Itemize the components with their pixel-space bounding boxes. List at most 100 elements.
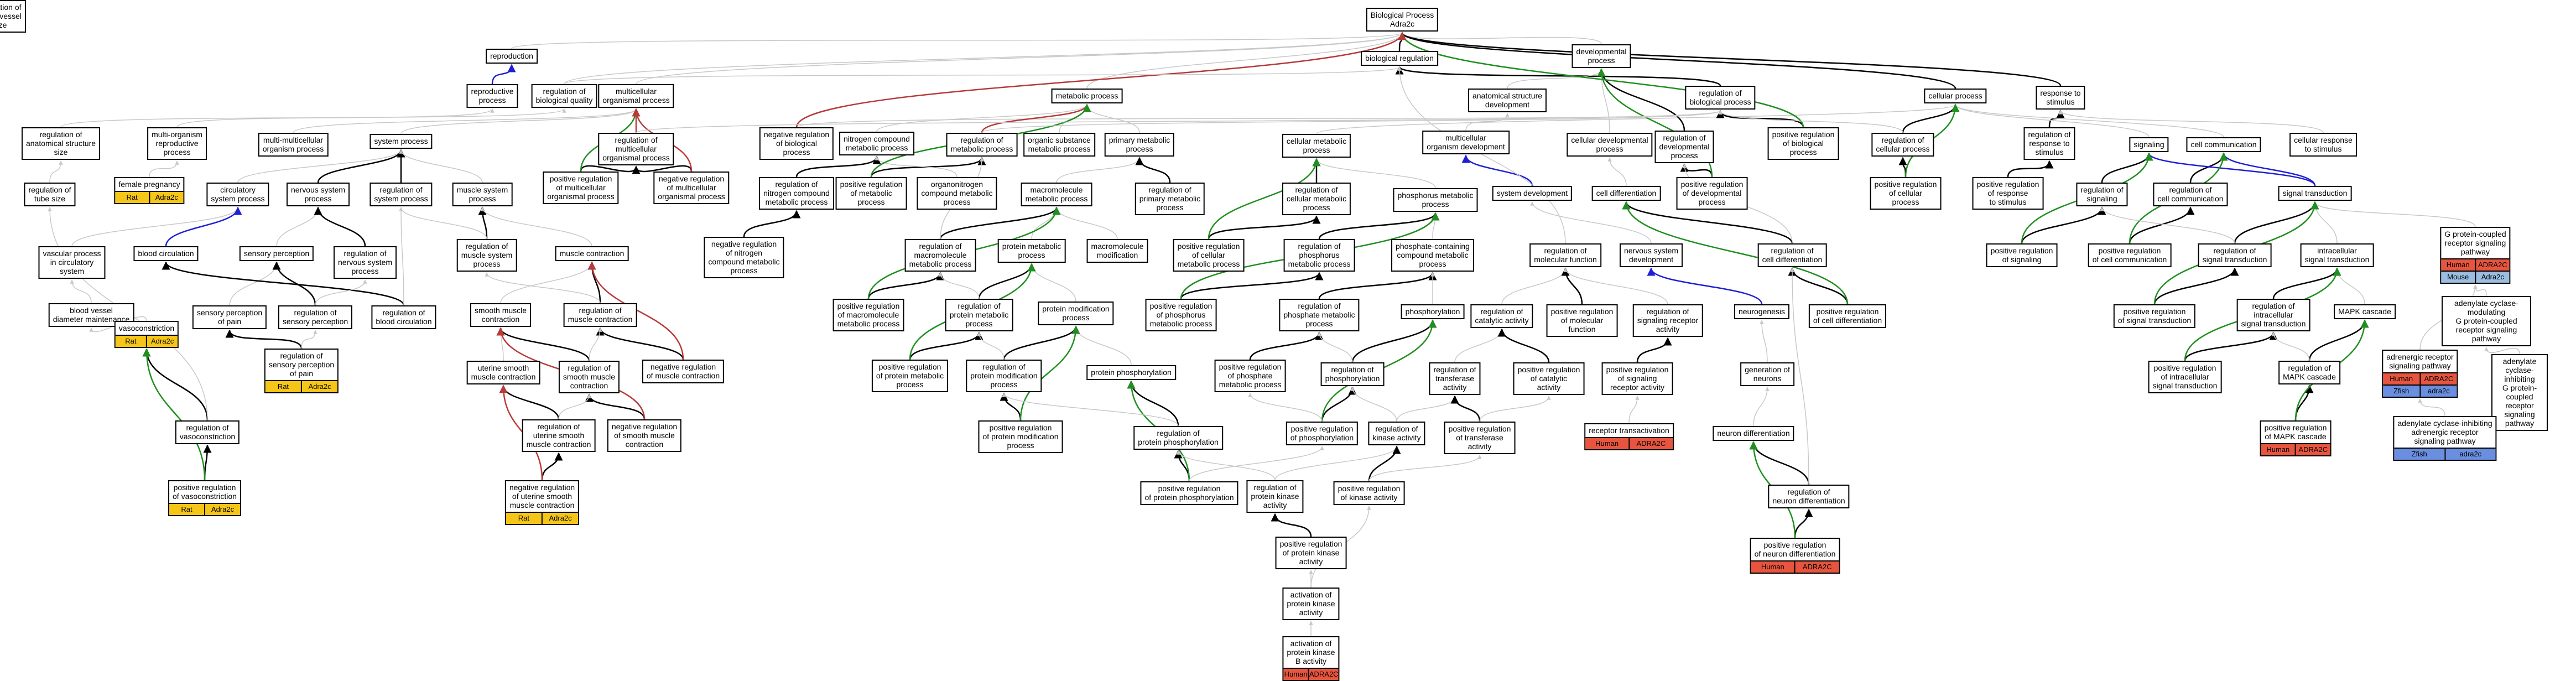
go-term-pos-reg-macromol[interactable]: positive regulation of macromolecule met… (832, 299, 904, 331)
go-term-neg-reg-smooth[interactable]: negative regulation of smooth muscle con… (607, 419, 682, 452)
go-term-pos-reg-catalytic[interactable]: positive regulation of catalytic activit… (1513, 362, 1585, 395)
go-term-uterine-contr[interactable]: uterine smooth muscle contraction (466, 361, 540, 384)
go-term-intracell-signal[interactable]: intracellular signal transduction (2300, 243, 2374, 267)
go-term-reg-sys-proc[interactable]: regulation of system process (370, 183, 433, 206)
go-term-reg-primary-met[interactable]: regulation of primary metabolic process (1135, 183, 1205, 215)
go-term-reg-kinase[interactable]: regulation of kinase activity (1368, 422, 1425, 445)
go-term-dev-proc[interactable]: developmental process (1571, 44, 1631, 68)
go-term-system-dev[interactable]: system development (1492, 186, 1573, 201)
go-term-pos-reg-phosphate[interactable]: positive regulation of phosphate metabol… (1214, 360, 1286, 392)
go-term-reg-cell-met[interactable]: regulation of cellular metabolic process (1282, 183, 1351, 215)
go-term-cell-resp-stim[interactable]: cellular response to stimulus (2289, 133, 2357, 157)
go-term-reg-protein-met[interactable]: regulation of protein metabolic process (945, 299, 1013, 331)
go-term-organonitrogen[interactable]: organonitrogen compound metabolic proces… (917, 177, 997, 210)
go-term-pos-reg-mol-func[interactable]: positive regulation of molecular functio… (1546, 304, 1618, 337)
go-term-neurogenesis[interactable]: neurogenesis (1734, 304, 1790, 319)
go-term-reg-tube-size[interactable]: regulation of tube size (24, 183, 76, 206)
go-term-system-proc[interactable]: system process (370, 134, 433, 149)
go-term-reg-signaling[interactable]: regulation of signaling (2076, 183, 2128, 206)
go-term-reg-uterine[interactable]: regulation of uterine smooth muscle cont… (522, 419, 596, 452)
go-term-cell-diff[interactable]: cell differentiation (1591, 186, 1661, 201)
go-term-macromol-met[interactable]: macromolecule metabolic process (1021, 183, 1092, 206)
go-term-pos-reg-cell-comm[interactable]: positive regulation of cell communicatio… (2088, 243, 2172, 267)
go-term-blood-circ[interactable]: blood circulation (133, 246, 199, 261)
go-term-mapk[interactable]: MAPK cascade (2334, 304, 2396, 319)
go-term-pos-reg-neuron-diff[interactable]: positive regulation of neuron differenti… (1750, 538, 1840, 574)
go-term-metabolic-proc[interactable]: metabolic process (1051, 89, 1123, 103)
go-term-neg-reg-multi[interactable]: negative regulation of multicellular org… (653, 171, 730, 204)
go-term-pos-reg-phosphorus[interactable]: positive regulation of phosphorus metabo… (1145, 299, 1217, 331)
go-term-reg-dev-proc[interactable]: regulation of developmental process (1654, 131, 1714, 163)
go-term-reg-resp-stim[interactable]: regulation of response to stimulus (2023, 127, 2075, 160)
go-term-reg-multi[interactable]: regulation of multicellular organismal p… (598, 133, 674, 165)
go-term-pos-reg-cell-met[interactable]: positive regulation of cellular metaboli… (1173, 239, 1245, 272)
go-term-pos-reg-transferase[interactable]: positive regulation of transferase activ… (1444, 422, 1516, 454)
go-term-reg-neuron-diff[interactable]: regulation of neuron differentiation (1768, 485, 1850, 508)
go-term-reg-intracell[interactable]: regulation of intracellular signal trans… (2236, 299, 2310, 331)
go-term-pos-reg-signal-rec[interactable]: positive regulation of signaling recepto… (1601, 362, 1673, 395)
go-term-pos-reg-intracell[interactable]: positive regulation of intracellular sig… (2148, 361, 2222, 393)
go-term-gpcr-path[interactable]: G protein-coupled receptor signaling pat… (2440, 227, 2511, 284)
go-term-smooth-muscle-contr[interactable]: smooth muscle contraction (470, 303, 532, 327)
go-term-phosphorus-met[interactable]: phosphorus metabolic process (1393, 188, 1478, 212)
go-term-multi-org-dev[interactable]: multicellular organism development (1422, 131, 1510, 154)
go-term-nitrogen-met[interactable]: nitrogen compound metabolic process (839, 132, 914, 155)
go-term-primary-met[interactable]: primary metabolic process (1104, 133, 1175, 157)
go-term-multi-multi-org[interactable]: multi-multicellular organism process (258, 133, 329, 157)
go-term-nervous-sys-dev[interactable]: nervous system development (1619, 243, 1683, 267)
go-term-reg-sensory-pain[interactable]: regulation of sensory perception of pain… (264, 349, 339, 393)
go-term-protein-met[interactable]: protein metabolic process (997, 239, 1066, 263)
go-term-reg-phosphorylation[interactable]: regulation of phosphorylation (1320, 362, 1385, 386)
go-term-bp[interactable]: Biological Process Adra2c (1366, 8, 1439, 32)
go-term-pos-reg-protein-kinase[interactable]: positive regulation of protein kinase ac… (1275, 537, 1347, 569)
go-term-macromol-mod[interactable]: macromolecule modification (1086, 239, 1148, 263)
go-term-pos-reg-protein-met[interactable]: positive regulation of protein metabolic… (871, 360, 949, 392)
go-term-protein-mod[interactable]: protein modification process (1038, 301, 1114, 325)
go-term-reg-nitrogen-met[interactable]: regulation of nitrogen compound metaboli… (759, 177, 834, 210)
go-term-resp-stim[interactable]: response to stimulus (2036, 86, 2085, 110)
go-term-reg-cell-diff[interactable]: regulation of cell differentiation (1757, 243, 1827, 267)
go-term-neg-reg-uterine[interactable]: negative regulation of uterine smooth mu… (504, 480, 580, 525)
go-term-multi-org-repro[interactable]: multi-organism reproductive process (147, 127, 207, 160)
go-term-neuron-diff[interactable]: neuron differentiation (1713, 426, 1794, 441)
go-term-pos-reg-signal-trans[interactable]: positive regulation of signal transducti… (2113, 304, 2196, 328)
go-term-pos-reg-protein-phos[interactable]: positive regulation of protein phosphory… (1140, 481, 1238, 505)
go-term-reg-bio-quality[interactable]: regulation of biological quality (531, 84, 597, 108)
go-term-adenylate-mod[interactable]: adenylate cyclase-modulating G protein-c… (2442, 296, 2531, 346)
go-term-pos-reg-cell-diff[interactable]: positive regulation of cell differentiat… (1808, 304, 1887, 328)
go-term-reg-protein-mod[interactable]: regulation of protein modification proce… (966, 360, 1042, 392)
go-term-anat-struct-dev[interactable]: anatomical structure development (1467, 89, 1547, 112)
go-term-bio-reg[interactable]: biological regulation (1361, 51, 1438, 66)
go-term-reg-blood-circ[interactable]: regulation of blood circulation (371, 305, 436, 329)
go-term-reproduction[interactable]: reproduction (486, 49, 538, 64)
go-term-neg-reg-nitrogen[interactable]: negative regulation of nitrogen compound… (704, 237, 784, 278)
go-term-pos-reg-phosphorylation[interactable]: positive regulation of phosphorylation (1286, 422, 1359, 445)
go-term-reg-cell-comm[interactable]: regulation of cell communication (2153, 183, 2228, 206)
go-term-neg-reg-muscle[interactable]: negative regulation of muscle contractio… (642, 360, 725, 383)
go-term-reg-cell-proc[interactable]: regulation of cellular process (1871, 133, 1934, 157)
go-term-reg-transferase[interactable]: regulation of transferase activity (1429, 362, 1481, 395)
go-term-gen-neurons[interactable]: generation of neurons (1740, 362, 1794, 386)
go-term-pos-reg-cell-proc[interactable]: positive regulation of cellular process (1870, 177, 1942, 210)
go-term-neg-reg-bio[interactable]: negative regulation of biological proces… (759, 127, 834, 160)
go-term-adenylate-inh[interactable]: adenylate cyclase-inhibiting G protein-c… (2491, 354, 2548, 431)
go-term-reg-nervous-sys[interactable]: regulation of nervous system process (333, 246, 397, 279)
go-term-sensory-perc[interactable]: sensory perception (239, 246, 314, 261)
go-term-pos-reg-protein-mod[interactable]: positive regulation of protein modificat… (978, 420, 1063, 453)
go-term-signaling[interactable]: signaling (2129, 137, 2169, 152)
go-term-pos-reg-resp-stim[interactable]: positive regulation of response to stimu… (1972, 177, 2044, 210)
go-term-pos-reg-signaling[interactable]: positive regulation of signaling (1986, 243, 2058, 267)
go-term-phosphate-met[interactable]: phosphate-containing compound metabolic … (1391, 239, 1474, 272)
go-term-reg-bio-proc[interactable]: regulation of biological process (1685, 86, 1756, 110)
go-term-reg-met-proc[interactable]: regulation of metabolic process (946, 133, 1018, 157)
go-term-reg-mol-func[interactable]: regulation of molecular function (1529, 243, 1601, 267)
go-term-cell-comm[interactable]: cell communication (2186, 137, 2261, 152)
go-term-org-sub-met[interactable]: organic substance metabolic process (1023, 133, 1095, 157)
go-term-activation-kinase[interactable]: activation of protein kinase activity (1282, 588, 1340, 620)
